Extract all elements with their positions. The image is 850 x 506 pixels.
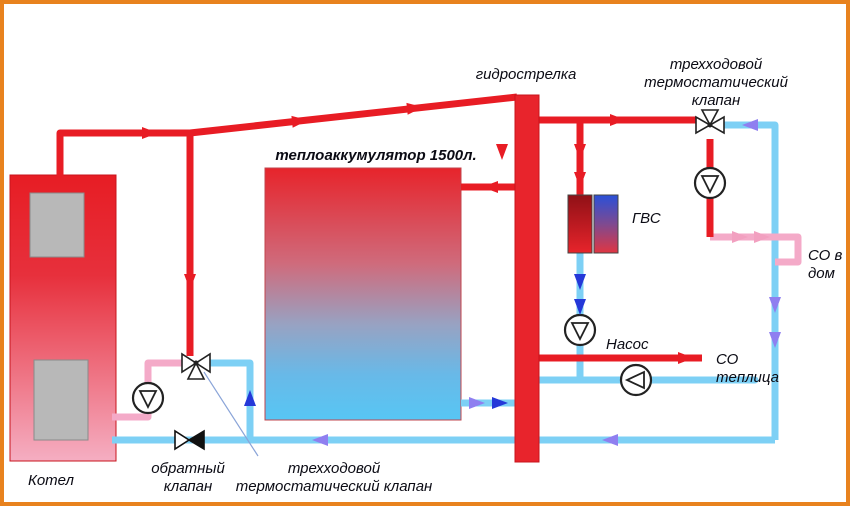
dhw-label: ГВС — [632, 210, 661, 227]
accumulator-vessel — [264, 167, 462, 421]
flow-arrow — [406, 101, 424, 115]
pump-icon — [563, 313, 597, 347]
three-way-valve-top-label: трехходовой термостатический клапан — [644, 56, 788, 109]
flow-arrow — [574, 172, 586, 188]
flow-arrow — [482, 181, 498, 193]
leader-line — [203, 371, 259, 457]
three-way-valve-icon — [181, 352, 211, 380]
check-valve-label: обратный клапан — [151, 460, 225, 495]
flow-arrow — [142, 127, 158, 139]
pipe-valve1-return — [207, 359, 254, 440]
pipe-boiler-supply — [56, 93, 518, 178]
hydro-separator — [514, 94, 540, 463]
flow-arrow — [574, 274, 586, 290]
pump-icon — [619, 363, 653, 397]
boiler-vessel — [9, 174, 117, 462]
accumulator-label: теплоаккумулятор 1500л. — [275, 147, 477, 164]
flow-arrow — [469, 397, 485, 409]
hydro-separator-label: гидрострелка — [475, 66, 577, 83]
pumps — [131, 166, 727, 415]
flow-arrow — [769, 297, 781, 313]
diagram-art — [9, 93, 802, 463]
boiler-door-bottom — [33, 359, 89, 441]
flow-arrow — [732, 231, 748, 243]
greenhouse-circuit-label: СО теплица — [716, 351, 779, 386]
three-way-valve-bottom-label: трехходовой термостатический клапан — [235, 460, 433, 495]
pump-icon — [693, 166, 727, 200]
flow-arrow — [678, 352, 694, 364]
flow-arrow — [574, 144, 586, 160]
flow-arrow — [769, 332, 781, 348]
pipe-right-vertical — [724, 121, 779, 440]
flow-arrow — [742, 119, 758, 131]
flow-arrow — [574, 299, 586, 315]
flow-arrow — [291, 114, 309, 128]
boiler-door-top — [29, 192, 85, 258]
flow-arrow — [754, 231, 770, 243]
flow-arrow — [312, 434, 328, 446]
heat-exchanger — [567, 194, 619, 254]
flow-arrow — [244, 390, 256, 406]
flow-arrow — [492, 397, 508, 409]
house-circuit-label: СО в дом — [808, 247, 843, 282]
three-way-valve-icon — [695, 109, 725, 135]
flow-arrow — [496, 144, 508, 160]
flow-arrow — [610, 114, 626, 126]
check-valve-icon — [174, 429, 205, 451]
flow-arrow — [602, 434, 618, 446]
flow-arrow — [184, 274, 196, 290]
boiler-label: Котел — [28, 472, 74, 489]
pump-icon — [131, 381, 165, 415]
pump-label: Насос — [606, 336, 649, 353]
